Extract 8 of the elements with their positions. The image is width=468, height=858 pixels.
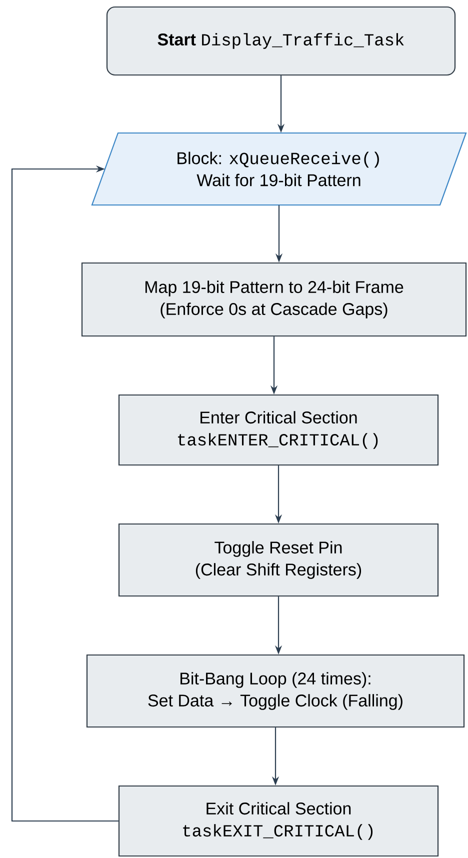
process-box: Map 19-bit Pattern to 24-bit Frame (Enforce 0s at Cascade Gaps) bbox=[81, 262, 467, 337]
input-parallelogram: Block: xQueueReceive() Wait for 19-bit Pattern bbox=[91, 132, 467, 206]
process-box: Bit-Bang Loop (24 times): Set Data → Toggle Clock (Falling) bbox=[86, 654, 465, 728]
arrow bbox=[11, 165, 118, 822]
start-terminal: Start Display_Traffic_Task bbox=[106, 6, 456, 76]
process-box: Enter Critical Section taskENTER_CRITICAL() bbox=[118, 394, 439, 466]
process-box: Toggle Reset Pin (Clear Shift Registers) bbox=[118, 523, 439, 597]
process-box: Exit Critical Section taskEXIT_CRITICAL() bbox=[118, 785, 439, 857]
